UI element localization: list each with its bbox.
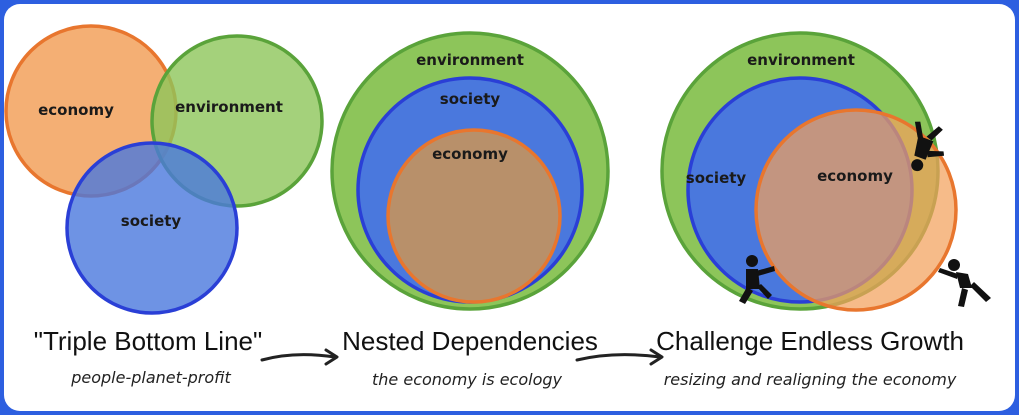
environment-label: environment bbox=[416, 51, 524, 69]
panel-subtitle: resizing and realigning the economy bbox=[664, 370, 957, 389]
diagram-canvas: economy environment society "Triple Bott… bbox=[4, 24, 991, 389]
society-label: society bbox=[121, 212, 182, 230]
person-pushing-icon bbox=[911, 121, 945, 172]
panel-subtitle: the economy is ecology bbox=[372, 370, 563, 389]
panel-title: Challenge Endless Growth bbox=[656, 326, 964, 356]
society-circle bbox=[65, 141, 239, 315]
society-label: society bbox=[440, 90, 501, 108]
growth-diagram: environment society economy bbox=[660, 31, 991, 312]
person-pushing-icon bbox=[739, 255, 775, 304]
panel-title: "Triple Bottom Line" bbox=[34, 326, 262, 356]
venn-diagram: economy environment society bbox=[4, 24, 324, 315]
arrow-right-icon bbox=[260, 348, 339, 366]
economy-label: economy bbox=[38, 101, 114, 119]
economy-label: economy bbox=[817, 167, 893, 185]
panel-title: Nested Dependencies bbox=[342, 326, 598, 356]
economy-label: economy bbox=[432, 145, 508, 163]
panel-subtitle: people-planet-profit bbox=[70, 368, 231, 387]
diagram-card: economy environment society "Triple Bott… bbox=[4, 4, 1015, 411]
environment-label: environment bbox=[175, 98, 283, 116]
arrow-right-icon bbox=[575, 348, 664, 366]
society-label: society bbox=[686, 169, 747, 187]
economy-circle bbox=[754, 108, 958, 312]
person-pushing-icon bbox=[938, 259, 991, 307]
economy-circle bbox=[386, 128, 562, 304]
environment-label: environment bbox=[747, 51, 855, 69]
nested-diagram: environment society economy bbox=[330, 31, 610, 311]
